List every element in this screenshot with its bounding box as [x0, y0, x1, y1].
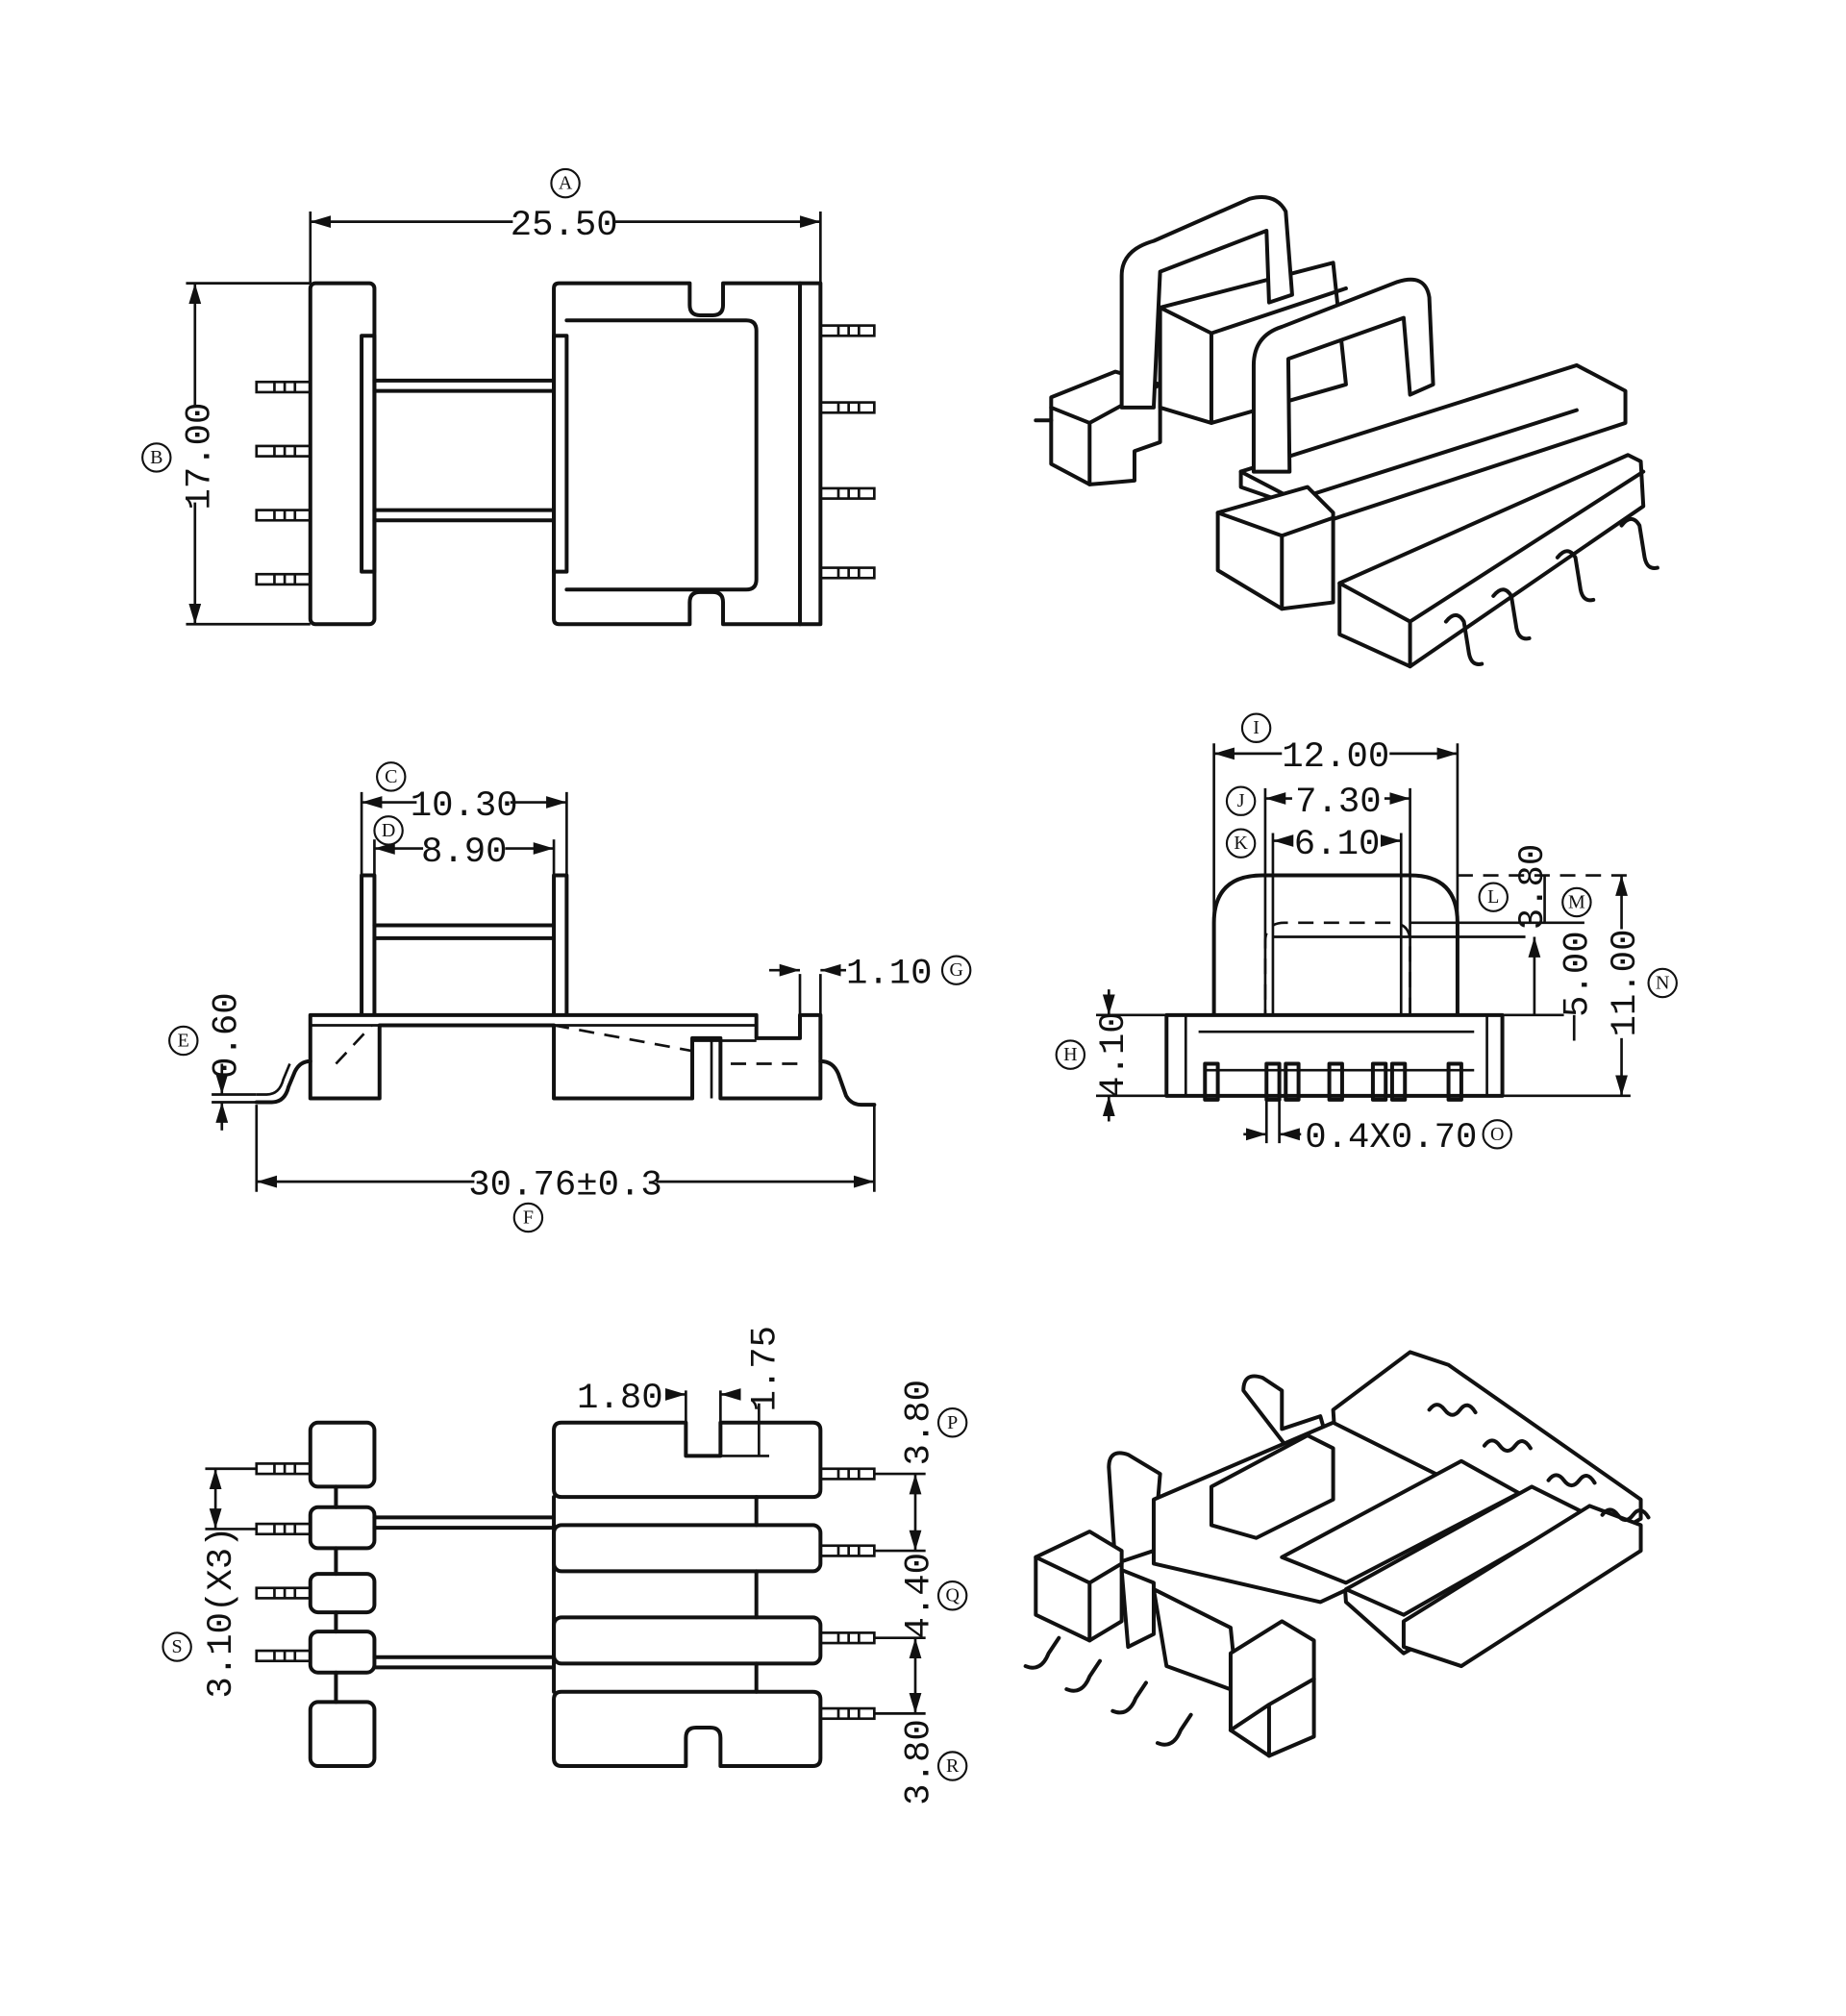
dim-e-value: 0.60	[207, 992, 247, 1079]
svg-text:B: B	[150, 447, 162, 468]
svg-text:K: K	[1234, 833, 1248, 854]
callout-b: B	[141, 442, 172, 473]
dim-c-value: 10.30	[411, 786, 518, 827]
svg-text:A: A	[559, 173, 573, 194]
callout-c: C	[376, 761, 407, 792]
top-view: 25.50 A 17.00 B	[141, 167, 876, 627]
callout-l: L	[1478, 882, 1509, 912]
svg-text:P: P	[947, 1412, 958, 1433]
dim-n-value: 11.00	[1606, 930, 1646, 1037]
dim-j-value: 7.30	[1295, 783, 1382, 823]
svg-text:I: I	[1253, 717, 1260, 738]
callout-i: I	[1240, 712, 1272, 743]
svg-text:N: N	[1656, 973, 1669, 994]
svg-text:C: C	[385, 766, 397, 787]
dim-1-80-value: 1.80	[577, 1379, 663, 1419]
svg-text:S: S	[172, 1636, 183, 1657]
callout-e: E	[168, 1025, 199, 1057]
callout-q: Q	[936, 1580, 968, 1611]
callout-a: A	[550, 167, 581, 199]
svg-text:F: F	[523, 1207, 534, 1228]
dim-b-value: 17.00	[180, 403, 220, 510]
dim-m-value: 5.00	[1559, 931, 1599, 1017]
callout-j: J	[1225, 785, 1257, 816]
svg-text:H: H	[1063, 1044, 1077, 1065]
bottom-view: 1.80 1.75 3.80 P 4.40 Q 3.80 R 3.10(X3) …	[162, 1326, 968, 1805]
dim-d-value: 8.90	[421, 833, 508, 873]
svg-text:E: E	[178, 1030, 189, 1051]
dim-f-value: 30.76±0.3	[468, 1165, 662, 1206]
dim-r-value: 3.80	[899, 1719, 939, 1805]
svg-text:Q: Q	[945, 1585, 960, 1606]
dim-1-75-value: 1.75	[745, 1326, 786, 1412]
dim-o-value: 0.4X0.70	[1305, 1118, 1477, 1158]
side-view: 10.30 C 8.90 D 1.10 G 0.60 E 30.76±0.3 F	[168, 761, 972, 1233]
svg-text:G: G	[949, 959, 962, 981]
svg-text:D: D	[382, 820, 395, 841]
callout-k: K	[1225, 828, 1257, 859]
svg-text:M: M	[1568, 892, 1585, 913]
pin-row	[1203, 1061, 1463, 1102]
callout-f: F	[512, 1202, 544, 1233]
dim-i-value: 12.00	[1282, 737, 1389, 778]
dim-h-value: 4.10	[1094, 1011, 1135, 1098]
dim-s-value: 3.10(X3)	[202, 1526, 242, 1698]
dim-g-value: 1.10	[846, 955, 933, 995]
svg-text:O: O	[1490, 1124, 1504, 1145]
callout-s: S	[162, 1631, 192, 1662]
callout-o: O	[1482, 1119, 1512, 1150]
callout-h: H	[1055, 1039, 1086, 1070]
callout-g: G	[940, 955, 972, 985]
isometric-view-top	[1034, 194, 1659, 669]
isometric-view-bottom	[1023, 1350, 1651, 1758]
dim-p-value: 3.80	[899, 1380, 939, 1466]
dim-a-value: 25.50	[511, 206, 618, 246]
callout-p: P	[936, 1407, 968, 1438]
callout-d: D	[373, 815, 404, 846]
dim-q-value: 4.40	[899, 1553, 939, 1639]
svg-text:R: R	[946, 1755, 960, 1777]
dim-k-value: 6.10	[1294, 825, 1381, 865]
callout-n: N	[1647, 967, 1678, 999]
svg-text:L: L	[1487, 886, 1499, 908]
callout-m: M	[1561, 886, 1592, 918]
dim-l-value: 3.80	[1513, 844, 1554, 931]
callout-r: R	[936, 1751, 968, 1781]
front-view: 12.00 I 7.30 J 6.10 K 3.80 L 5.00 M 11.0…	[1055, 712, 1678, 1158]
svg-text:J: J	[1237, 790, 1245, 811]
